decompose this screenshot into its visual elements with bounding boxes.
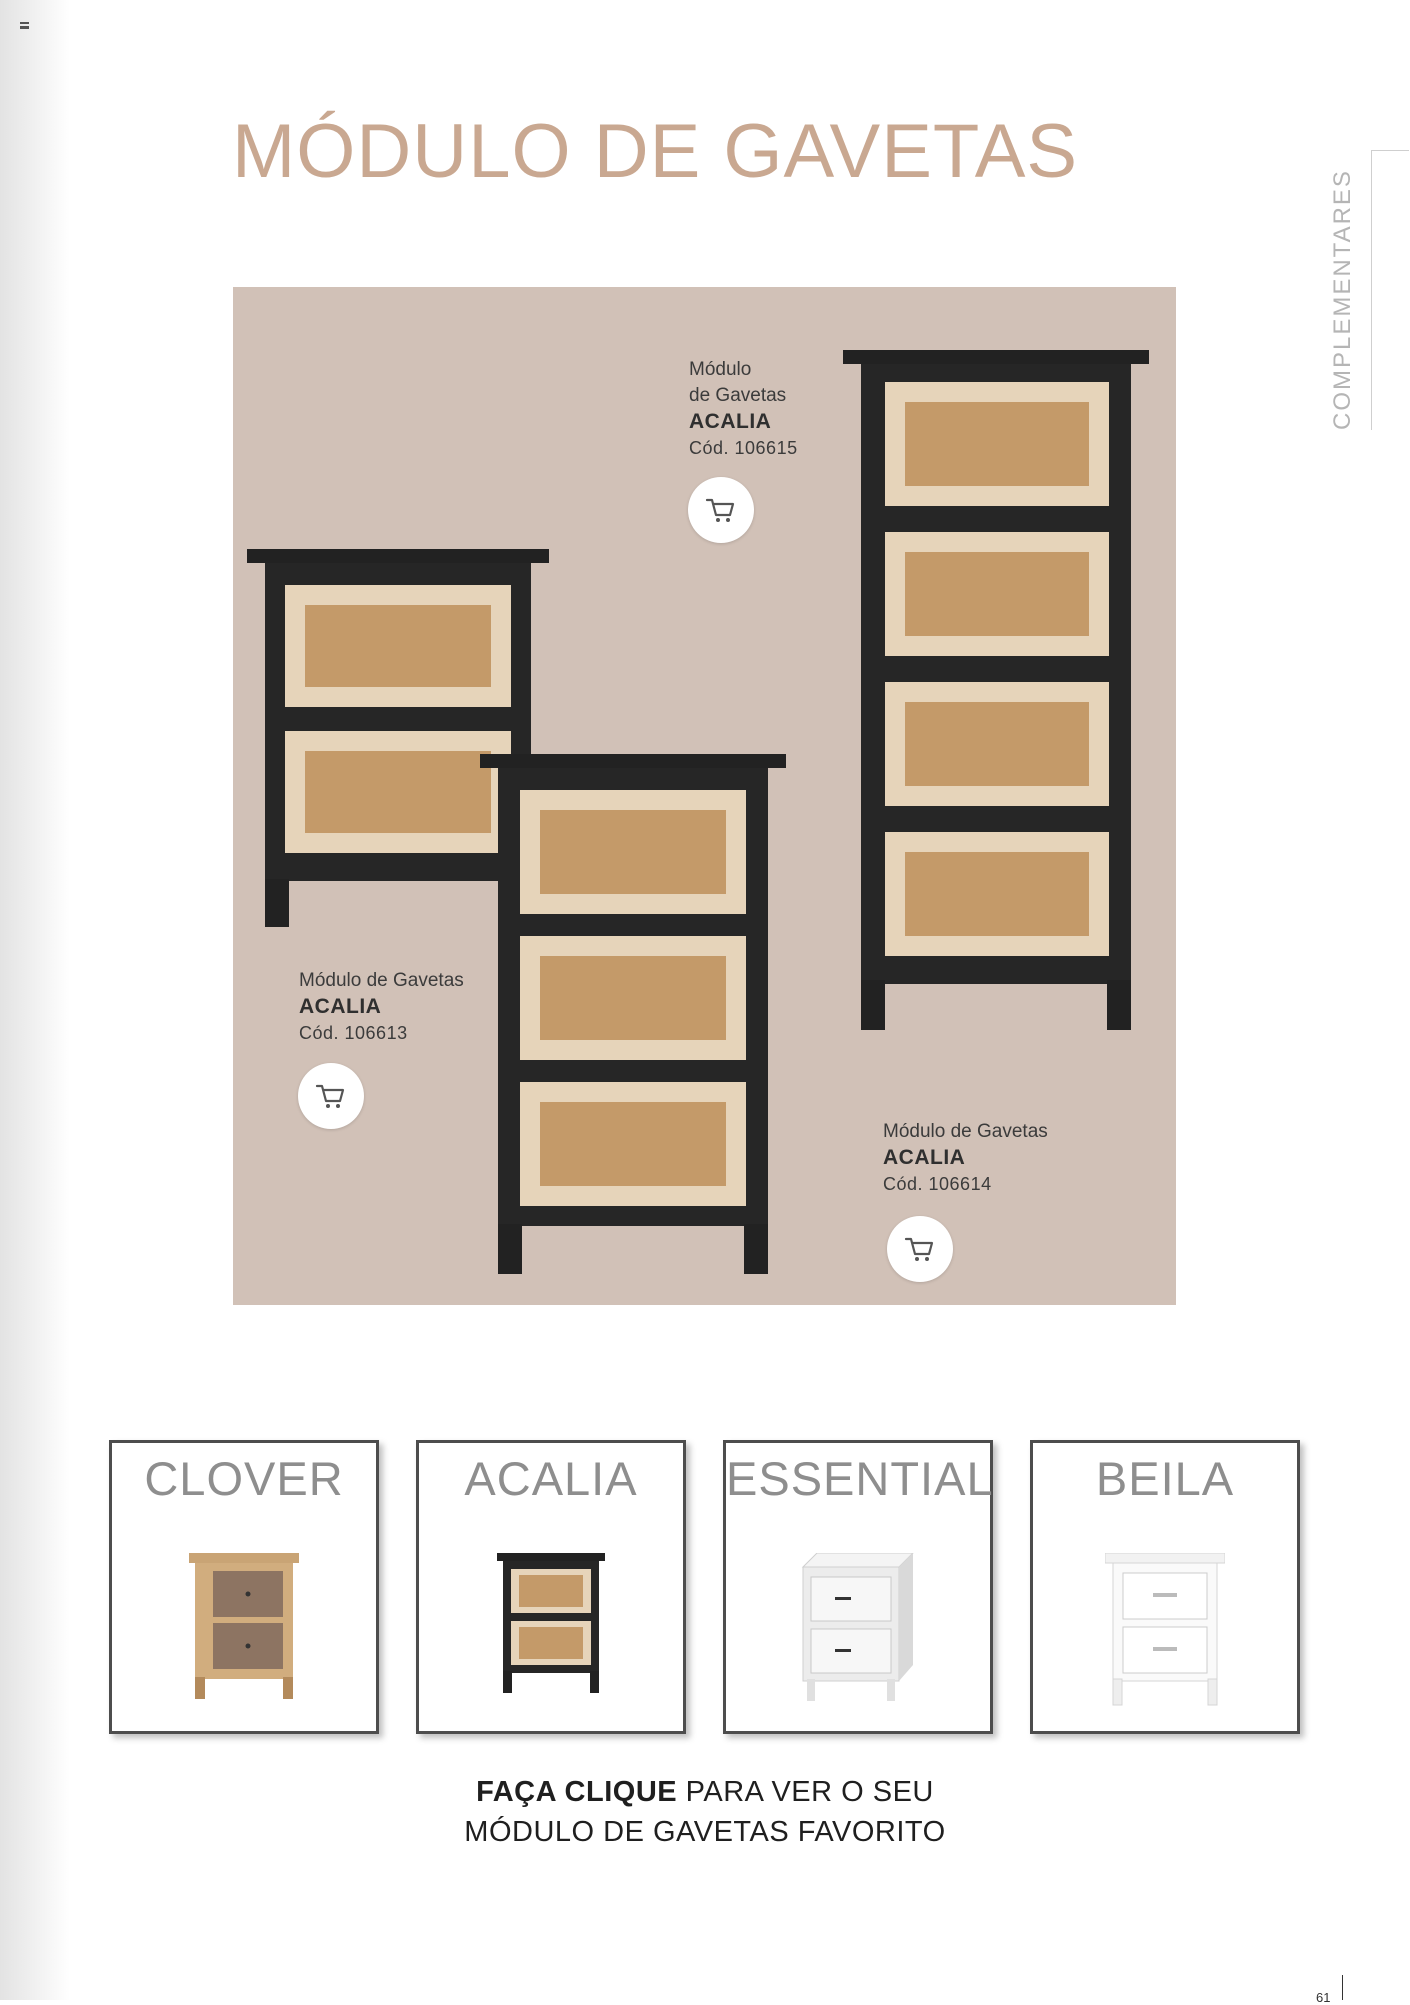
cta-line-1: FAÇA CLIQUE PARA VER O SEU — [0, 1772, 1410, 1812]
page-number: 61 — [1316, 1990, 1331, 2005]
category-card-clover[interactable]: CLOVER — [109, 1440, 379, 1734]
category-title: ACALIA — [464, 1452, 638, 1505]
product-desc: Módulo de Gavetas — [299, 970, 464, 991]
cta-line-2: MÓDULO DE GAVETAS FAVORITO — [464, 1816, 946, 1848]
category-card-essential[interactable]: ESSENTIAL — [723, 1440, 993, 1734]
product-image-106614[interactable] — [480, 754, 786, 1274]
cta-rest: PARA VER O SEU — [677, 1776, 934, 1808]
product-code: Cód. 106615 — [689, 438, 798, 458]
product-desc: Módulo de Gavetas — [883, 1121, 1048, 1142]
left-margin-shade — [0, 0, 70, 2000]
page-title: MÓDULO DE GAVETAS — [232, 109, 1079, 194]
product-name: ACALIA — [883, 1146, 966, 1169]
product-code: Cód. 106614 — [883, 1174, 992, 1194]
cart-button-106614[interactable] — [887, 1216, 953, 1282]
product-code: Cód. 106613 — [299, 1023, 408, 1043]
product-name: ACALIA — [689, 410, 772, 433]
category-image — [726, 1553, 990, 1703]
category-image — [1033, 1553, 1297, 1707]
category-title: BEILA — [1095, 1452, 1235, 1505]
product-label-106615: Módulo de Gavetas ACALIA Cód. 106615 — [689, 357, 798, 461]
section-divider — [1371, 150, 1409, 430]
menu-icon[interactable] — [20, 22, 29, 29]
cart-button-106613[interactable] — [298, 1063, 364, 1129]
page-number-divider — [1342, 1975, 1343, 2000]
product-desc: de Gavetas — [689, 385, 787, 406]
cart-button-106615[interactable] — [688, 477, 754, 543]
cart-icon — [315, 1084, 345, 1108]
product-label-106613: Módulo de Gavetas ACALIA Cód. 106613 — [299, 968, 464, 1046]
product-desc: Módulo — [689, 359, 752, 380]
product-name: ACALIA — [299, 995, 382, 1018]
section-label: COMPLEMENTARES — [1329, 169, 1356, 430]
category-image — [419, 1553, 683, 1693]
product-image-106613[interactable] — [247, 549, 549, 927]
call-to-action: FAÇA CLIQUE PARA VER O SEU MÓDULO DE GAV… — [0, 1772, 1410, 1852]
cta-bold: FAÇA CLIQUE — [476, 1776, 678, 1808]
hero-product-panel: Módulo de Gavetas ACALIA Cód. 106615 Mód… — [233, 287, 1176, 1305]
product-label-106614: Módulo de Gavetas ACALIA Cód. 106614 — [883, 1119, 1048, 1197]
product-image-106615[interactable] — [843, 350, 1149, 1030]
category-card-acalia[interactable]: ACALIA — [416, 1440, 686, 1734]
cart-icon — [904, 1237, 934, 1261]
category-title: ESSENTIAL — [726, 1452, 994, 1505]
category-card-beila[interactable]: BEILA — [1030, 1440, 1300, 1734]
category-image — [112, 1553, 376, 1699]
category-title: CLOVER — [144, 1452, 344, 1505]
cart-icon — [705, 498, 735, 522]
